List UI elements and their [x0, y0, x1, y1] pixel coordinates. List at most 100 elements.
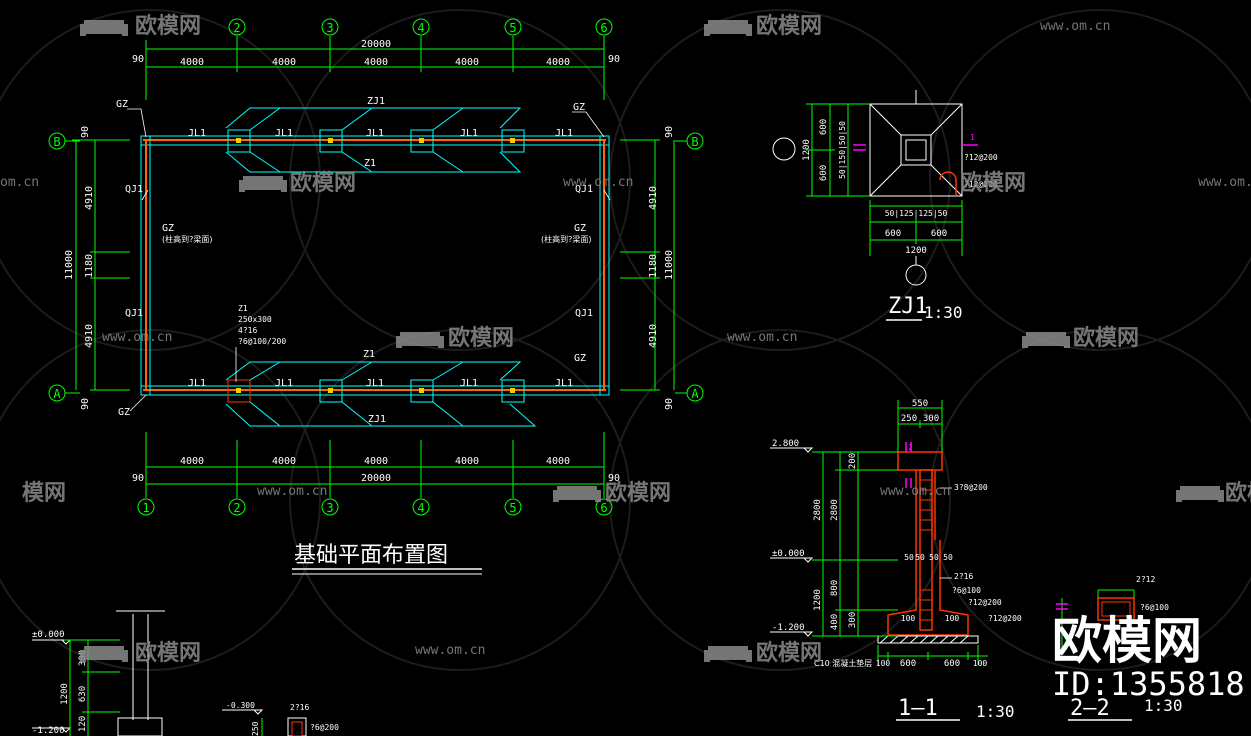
small-wall-section: ±0.000 -1.200 300 630 120 1200 [32, 610, 165, 736]
label-gz-tl: GZ [116, 99, 128, 110]
s11-dim-base-3: 600 [944, 659, 960, 669]
s11-elev-bot: -1.200 [772, 623, 805, 633]
label-qj1-l2: QJ1 [125, 308, 143, 319]
axis-top-6: 6 [600, 21, 607, 35]
zj1-dim-h1: 600 [885, 229, 901, 239]
axis-bubbles-top [228, 18, 613, 36]
axis-top-3: 3 [326, 21, 333, 35]
s11-dim-v4: 400 [830, 614, 840, 630]
dim-left-edge-b: 90 [80, 398, 91, 410]
z1-spec-4: ?6@100/200 [238, 337, 286, 346]
s11-dim-pad-2: 100 [945, 614, 960, 623]
label-jl1-b4: JL1 [460, 378, 478, 389]
grade-beams [140, 135, 610, 396]
dim-edge-tl: 90 [132, 54, 144, 65]
axis-bot-6: 6 [600, 501, 607, 515]
s22-rebar-a: 2?12 [1136, 575, 1155, 584]
s22-rebar-b: ?6@100 [1140, 603, 1169, 612]
dim-bay-top-5: 4000 [546, 57, 570, 68]
s22-title: 2—2 [1070, 696, 1110, 721]
label-jl1-b2: JL1 [275, 378, 293, 389]
s22-scale: 1:30 [1144, 696, 1183, 715]
axis-top-5: 5 [509, 21, 516, 35]
wm-url-7: www.om.cn [880, 484, 950, 499]
label-gz-bl: GZ [118, 407, 130, 418]
dim-right-total: 11000 [664, 250, 675, 280]
s11-dim-col-1: 50 [904, 553, 914, 562]
dim-bay-bot-3: 4000 [364, 456, 388, 467]
zj1-dim-v2: 600 [819, 165, 829, 181]
label-jl1-t5: JL1 [555, 128, 573, 139]
dim-left-edge-t: 90 [80, 126, 91, 138]
s11-dim-outer-2: 1200 [813, 589, 823, 611]
wm-url-3: www.om.cn [1198, 175, 1251, 190]
s11-dim-base-4: 100 [973, 659, 988, 668]
plan-title: 基础平面布置图 [294, 543, 448, 568]
label-gz-br: GZ [574, 353, 586, 364]
axis-bot-3: 3 [326, 501, 333, 515]
label-zj1-bottom: ZJ1 [368, 414, 386, 425]
wm-brand-2: 欧模网 [756, 13, 822, 39]
wm-url-6: www.om.cn [257, 484, 327, 499]
wm-brand-5: 欧模网 [448, 325, 514, 351]
dim-total-bot: 20000 [361, 473, 391, 484]
label-jl1-b1: JL1 [188, 378, 206, 389]
zj1-mark: 1 [970, 133, 975, 142]
zj1-dim-v-total: 1200 [802, 139, 812, 161]
s11-dim-col-3: 50 [929, 553, 939, 562]
label-jl1-b5: JL1 [555, 378, 573, 389]
small-dim-2: 630 [78, 686, 88, 702]
dim-right-edge-b: 90 [664, 398, 675, 410]
s11-dim-col-2: 50 [915, 553, 925, 562]
wm-url-8: www.om.cn [415, 643, 485, 658]
wm-brand-7: 欧模网 [605, 480, 671, 506]
s11-mark: 2 [908, 443, 913, 452]
label-qj1-r2: QJ1 [575, 308, 593, 319]
dim-total-top: 20000 [361, 39, 391, 50]
small-elev-top: ±0.000 [32, 630, 65, 640]
dim-left-1: 4910 [84, 186, 95, 210]
dim-bay-top-2: 4000 [272, 57, 296, 68]
axis-top-4: 4 [417, 21, 424, 35]
section-2-2: 2?12 ?6@100 2—2 1:30 [1056, 575, 1183, 721]
zj1-title: ZJ1 [888, 294, 928, 319]
dim-edge-bl: 90 [132, 473, 144, 484]
label-jl1-t4: JL1 [460, 128, 478, 139]
s11-dim-top-2: 300 [923, 414, 939, 424]
s11-title: 1—1 [898, 696, 938, 721]
s11-base-note: C10 混凝土垫层 [814, 658, 872, 668]
wm-url-partial: om.cn [0, 175, 39, 190]
label-jl1-t1: JL1 [188, 128, 206, 139]
small-dim-total: 1200 [60, 683, 70, 705]
dim-right-3: 4910 [648, 324, 659, 348]
dim-bay-top-1: 4000 [180, 57, 204, 68]
wm-id: ID:1355818 [1052, 665, 1245, 703]
tiny-beam-section: -0.300 2?16 ?6@200 250 [222, 701, 339, 736]
s11-dim-v1: 200 [848, 453, 858, 469]
dim-right-edge-t: 90 [664, 126, 675, 138]
dim-left-2: 1180 [84, 254, 95, 278]
wm-brand-4: 欧模网 [960, 170, 1026, 196]
s11-dim-v3: 800 [830, 580, 840, 596]
wm-url-1: www.om.cn [1040, 19, 1110, 34]
s11-dim-col-4: 50 [943, 553, 953, 562]
axis-a-left: A [53, 387, 61, 401]
zj1-rebar-1: ?12@200 [964, 153, 998, 162]
wm-big-brand: 欧模网 [1052, 612, 1202, 670]
dim-bay-bot-5: 4000 [546, 456, 570, 467]
section-1-1: 2 2.8 [770, 399, 1022, 721]
label-gz-note-r: (柱高到?梁面) [541, 234, 592, 244]
label-gz-l: GZ [162, 223, 174, 234]
s11-elev-top: 2.800 [772, 439, 799, 449]
dim-left-total: 11000 [64, 250, 75, 280]
dim-bay-top-3: 4000 [364, 57, 388, 68]
zj1-dim-v-small: 50|150|50|50 [838, 121, 847, 179]
label-gz-tr: GZ [573, 102, 585, 113]
s11-rebar-c: ?6@100 [952, 586, 981, 595]
dim-right-1: 4910 [648, 186, 659, 210]
tiny-dim: 250 [251, 721, 260, 736]
s11-dim-outer-1: 2800 [813, 499, 823, 521]
wm-url-4: www.om.cn [102, 330, 172, 345]
wm-brand-partial: 模网 [22, 481, 66, 506]
label-gz-r: GZ [574, 223, 586, 234]
